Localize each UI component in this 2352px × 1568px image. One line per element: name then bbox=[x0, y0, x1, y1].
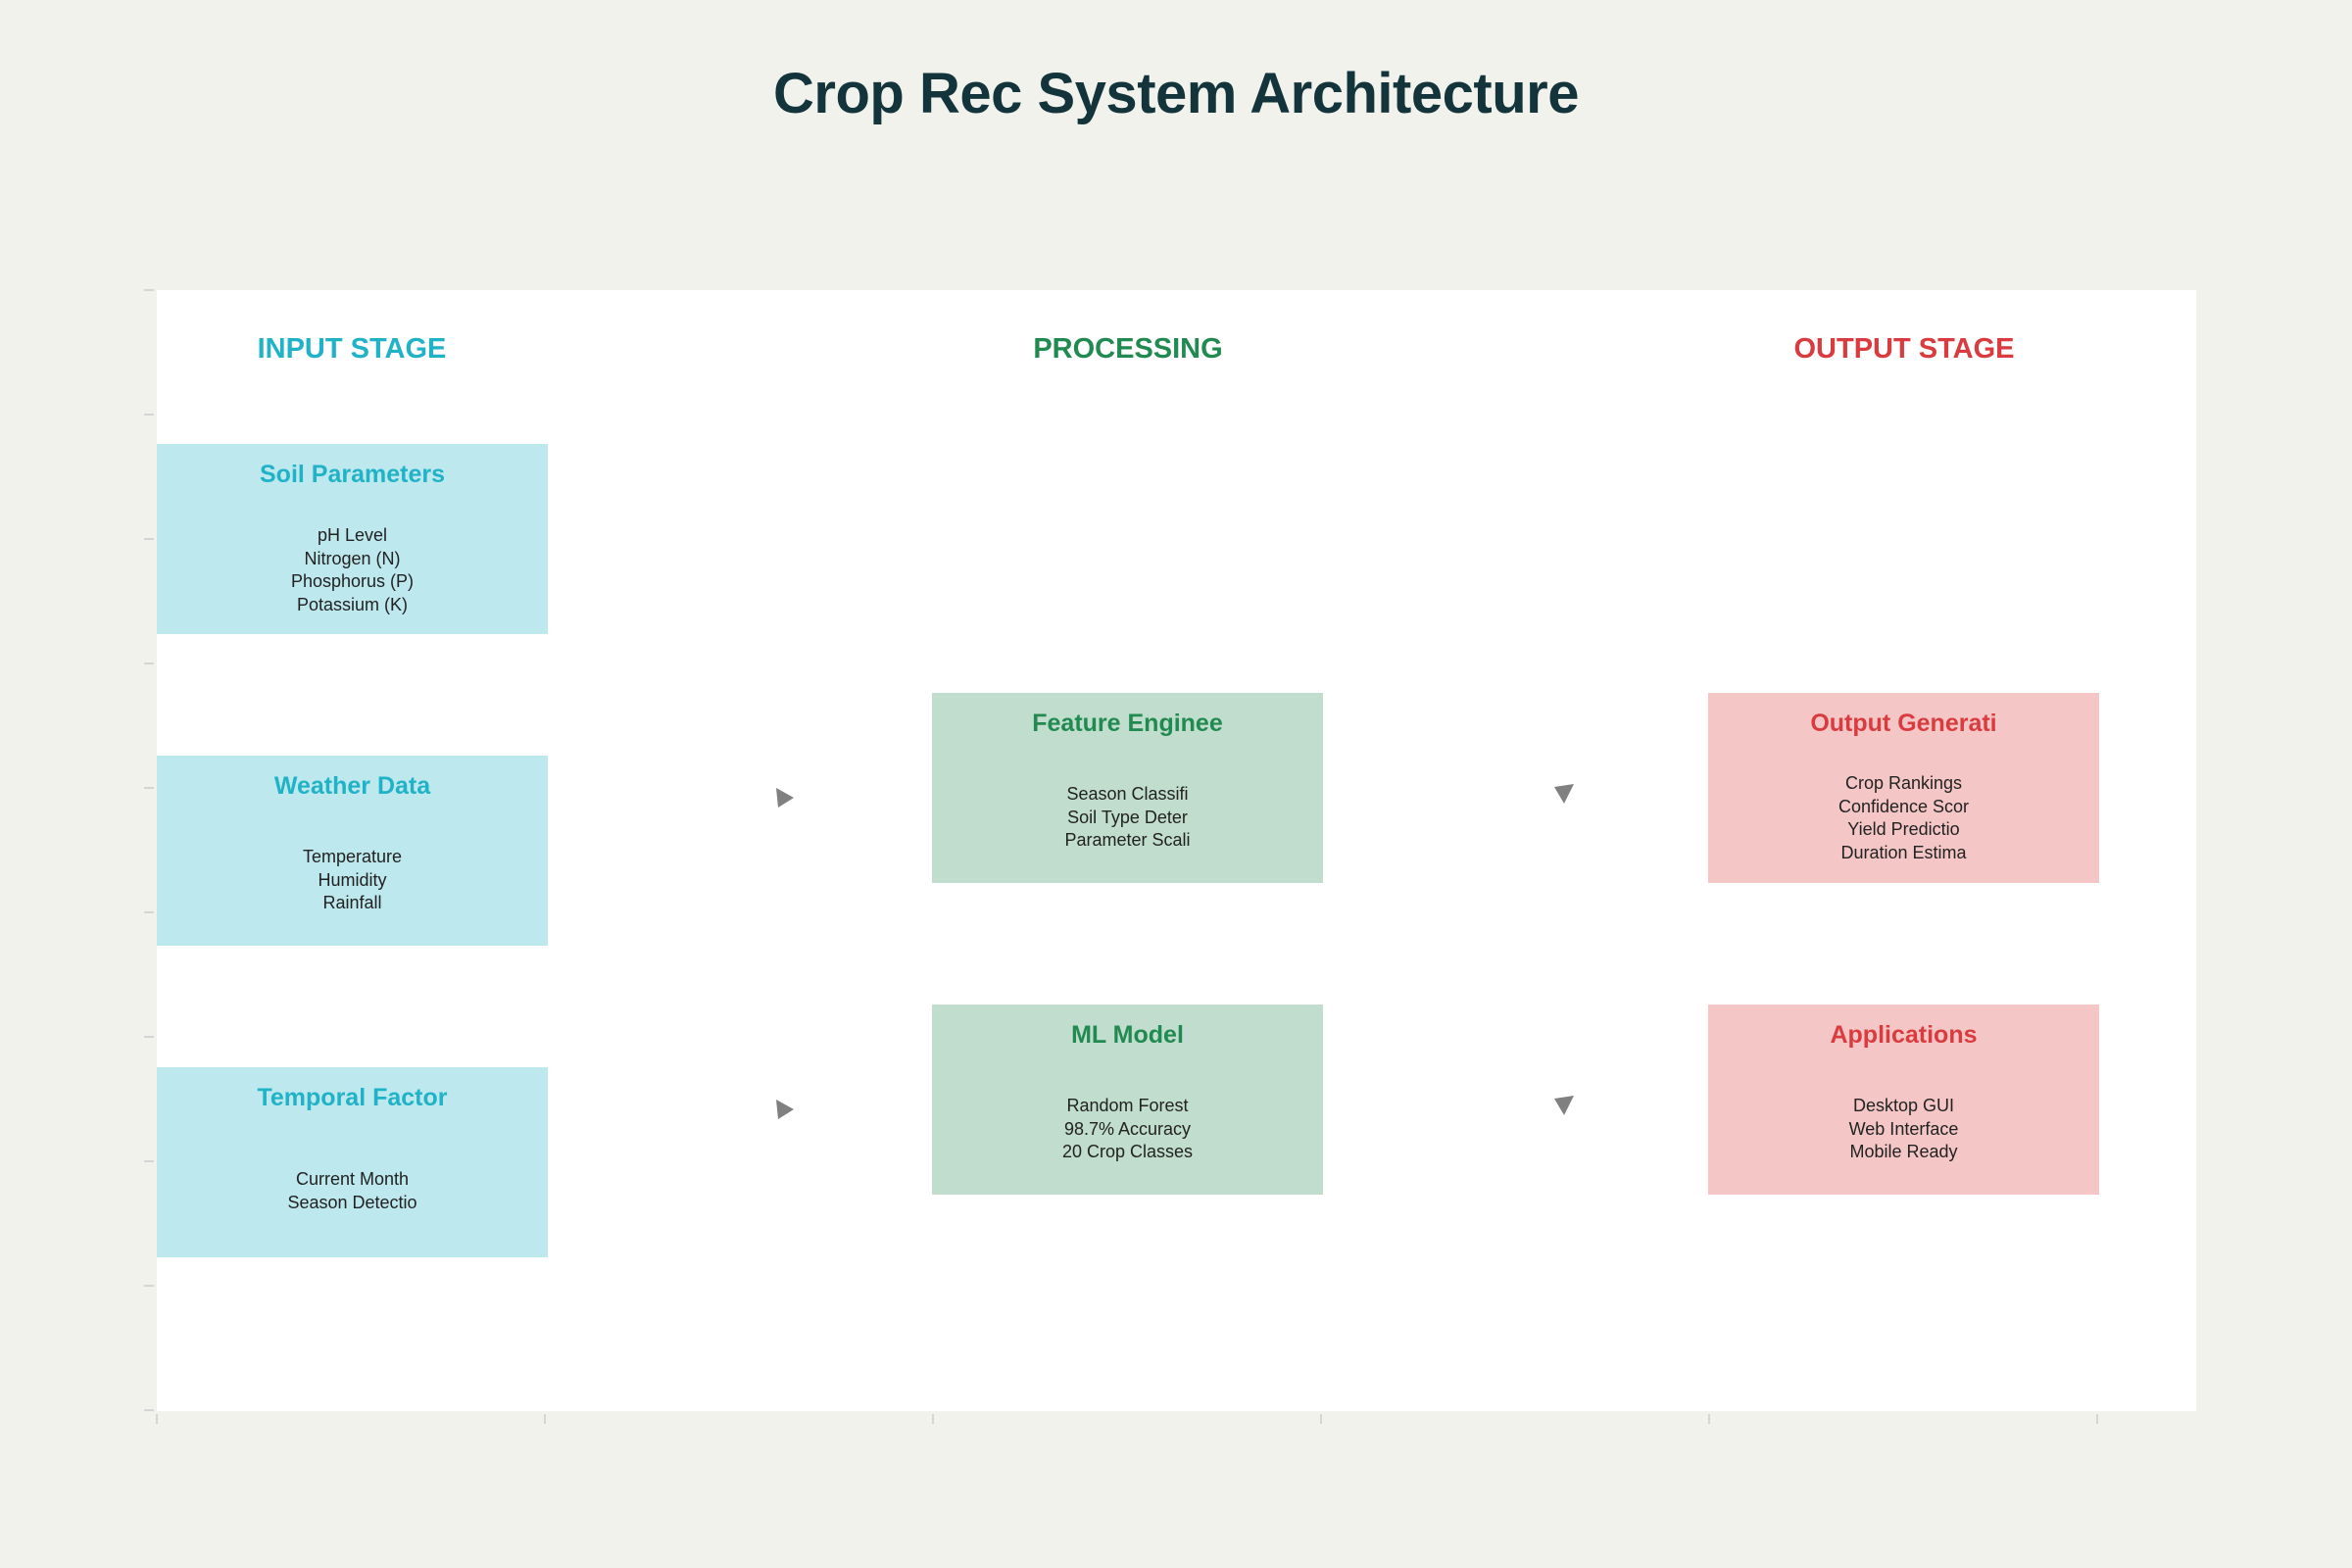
box-line: Yield Predictio bbox=[1847, 819, 1960, 839]
x-tick bbox=[1320, 1414, 1322, 1424]
y-tick bbox=[144, 662, 154, 664]
box-line: Potassium (K) bbox=[296, 594, 409, 614]
box-applications: Applications Desktop GUI Web Interface M… bbox=[1708, 1004, 2099, 1195]
box-line: Current Month bbox=[295, 1169, 410, 1189]
box-line: Confidence Scor bbox=[1838, 796, 1970, 816]
y-tick bbox=[144, 1036, 154, 1038]
stage-output-label: OUTPUT STAGE bbox=[1793, 333, 2015, 365]
stage-processing-label: PROCESSING bbox=[1033, 333, 1223, 365]
x-tick bbox=[544, 1414, 546, 1424]
box-feature-engineering: Feature Enginee Season Classifi Soil Typ… bbox=[932, 693, 1323, 883]
box-details: Desktop GUI Web Interface Mobile Ready bbox=[1708, 1095, 2099, 1164]
y-tick bbox=[144, 1160, 154, 1162]
y-tick bbox=[144, 538, 154, 540]
box-line: Season Classifi bbox=[1066, 784, 1189, 804]
box-title: Temporal Factor bbox=[257, 1084, 448, 1111]
box-weather-data: Weather Data Temperature Humidity Rainfa… bbox=[157, 756, 548, 946]
box-soil-parameters: Soil Parameters pH Level Nitrogen (N) Ph… bbox=[157, 444, 548, 634]
box-temporal-factor: Temporal Factor Current Month Season Det… bbox=[157, 1067, 548, 1257]
box-details: Crop Rankings Confidence Scor Yield Pred… bbox=[1708, 772, 2099, 864]
arrow-to-applications-icon bbox=[1554, 1096, 1574, 1115]
y-tick bbox=[144, 414, 154, 416]
y-tick bbox=[144, 289, 154, 291]
box-line: Duration Estima bbox=[1840, 842, 1967, 862]
box-title: ML Model bbox=[1071, 1021, 1184, 1049]
box-line: 98.7% Accuracy bbox=[1063, 1118, 1192, 1139]
arrow-to-ml-model-icon bbox=[776, 1100, 794, 1119]
box-line: Web Interface bbox=[1848, 1118, 1959, 1139]
box-title: Applications bbox=[1830, 1021, 1978, 1049]
box-line: Phosphorus (P) bbox=[290, 571, 415, 591]
box-details: pH Level Nitrogen (N) Phosphorus (P) Pot… bbox=[157, 524, 548, 616]
box-ml-model: ML Model Random Forest 98.7% Accuracy 20… bbox=[932, 1004, 1323, 1195]
box-details: Current Month Season Detectio bbox=[157, 1168, 548, 1214]
box-line: Nitrogen (N) bbox=[304, 548, 401, 568]
arrow-to-output-icon bbox=[1554, 784, 1574, 804]
x-tick bbox=[932, 1414, 934, 1424]
box-line: Rainfall bbox=[322, 893, 382, 912]
box-title: Feature Enginee bbox=[1032, 710, 1223, 737]
box-line: 20 Crop Classes bbox=[1061, 1142, 1194, 1161]
arrow-to-feature-icon bbox=[776, 788, 794, 808]
box-line: Temperature bbox=[302, 847, 403, 866]
box-line: pH Level bbox=[317, 525, 388, 545]
box-line: Soil Type Deter bbox=[1067, 807, 1188, 827]
diagram-title: Crop Rec System Architecture bbox=[773, 62, 1579, 125]
box-details: Random Forest 98.7% Accuracy 20 Crop Cla… bbox=[932, 1095, 1323, 1164]
box-title: Weather Data bbox=[273, 772, 431, 800]
box-title: Output Generati bbox=[1810, 710, 1997, 737]
box-line: Desktop GUI bbox=[1852, 1096, 1955, 1115]
y-tick bbox=[144, 1409, 154, 1411]
box-line: Parameter Scali bbox=[1064, 830, 1191, 850]
box-line: Random Forest bbox=[1066, 1096, 1189, 1115]
box-line: Humidity bbox=[318, 869, 387, 890]
box-details: Temperature Humidity Rainfall bbox=[157, 846, 548, 915]
box-title: Soil Parameters bbox=[260, 461, 445, 488]
x-tick bbox=[156, 1414, 158, 1424]
box-output-generation: Output Generati Crop Rankings Confidence… bbox=[1708, 693, 2099, 883]
box-line: Mobile Ready bbox=[1849, 1142, 1958, 1161]
box-line: Crop Rankings bbox=[1844, 773, 1963, 793]
x-tick bbox=[2096, 1414, 2098, 1424]
y-tick bbox=[144, 911, 154, 913]
box-line: Season Detectio bbox=[287, 1192, 417, 1212]
y-tick bbox=[144, 1285, 154, 1287]
x-tick bbox=[1708, 1414, 1710, 1424]
y-tick bbox=[144, 787, 154, 789]
box-details: Season Classifi Soil Type Deter Paramete… bbox=[932, 783, 1323, 853]
stage-input-label: INPUT STAGE bbox=[257, 333, 447, 365]
